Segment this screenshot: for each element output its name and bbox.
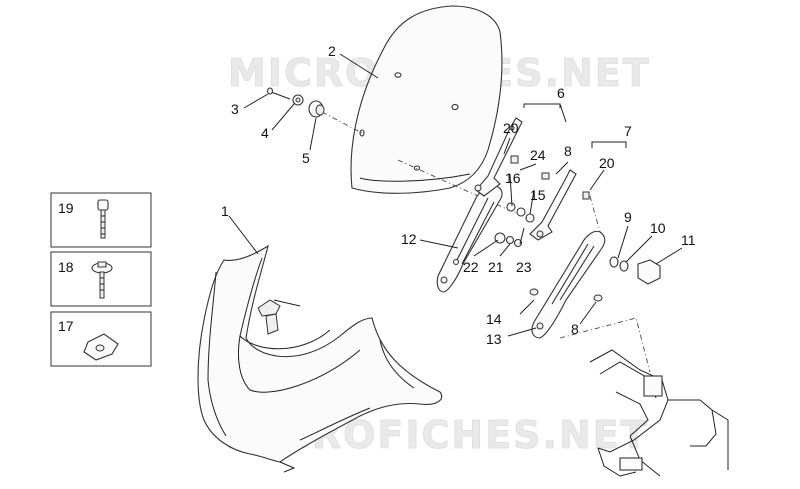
windscreen	[350, 5, 503, 194]
callout-labels: 1 2 3 4 5 6 7 8 9 10 11 12 13 14 15 16 8…	[221, 43, 696, 347]
callout-24: 24	[530, 147, 546, 163]
callout-13: 13	[486, 331, 502, 347]
callout-10: 10	[650, 220, 666, 236]
callout-14: 14	[486, 311, 502, 327]
callout-3: 3	[231, 101, 239, 117]
callout-8-bottom: 8	[571, 321, 579, 337]
small-fasteners	[494, 155, 661, 302]
callout-11: 11	[681, 232, 696, 248]
bracket-13	[531, 230, 606, 339]
callout-6: 6	[557, 85, 565, 101]
inset-box-18: 18	[50, 251, 152, 307]
callout-2: 2	[328, 43, 336, 59]
callout-20-left: 20	[503, 120, 519, 136]
bracket-12	[436, 184, 503, 293]
callout-20-right: 20	[599, 155, 615, 171]
callout-15: 15	[530, 187, 546, 203]
callout-8-top: 8	[564, 143, 572, 159]
inset-box-19: 19	[50, 192, 152, 248]
callout-5: 5	[302, 150, 310, 166]
callout-7: 7	[624, 123, 632, 139]
bracket-7	[529, 169, 577, 241]
callout-1: 1	[221, 203, 229, 219]
washer-4	[292, 94, 304, 106]
subframe	[589, 349, 729, 477]
callout-12: 12	[401, 231, 417, 247]
leader-lines	[228, 53, 683, 337]
callout-21: 21	[488, 259, 504, 275]
callout-16: 16	[505, 170, 521, 186]
callout-9: 9	[624, 209, 632, 225]
screw-3	[267, 87, 291, 100]
svg-text:18: 18	[58, 259, 74, 275]
inset-box-17: 17	[50, 311, 152, 367]
bracket-6	[474, 117, 523, 197]
callout-22: 22	[463, 259, 479, 275]
callout-23: 23	[516, 259, 532, 275]
front-fairing	[197, 244, 443, 473]
svg-text:17: 17	[58, 318, 74, 334]
svg-text:19: 19	[58, 200, 74, 216]
callout-4: 4	[261, 125, 269, 141]
spacer-5	[308, 100, 325, 118]
